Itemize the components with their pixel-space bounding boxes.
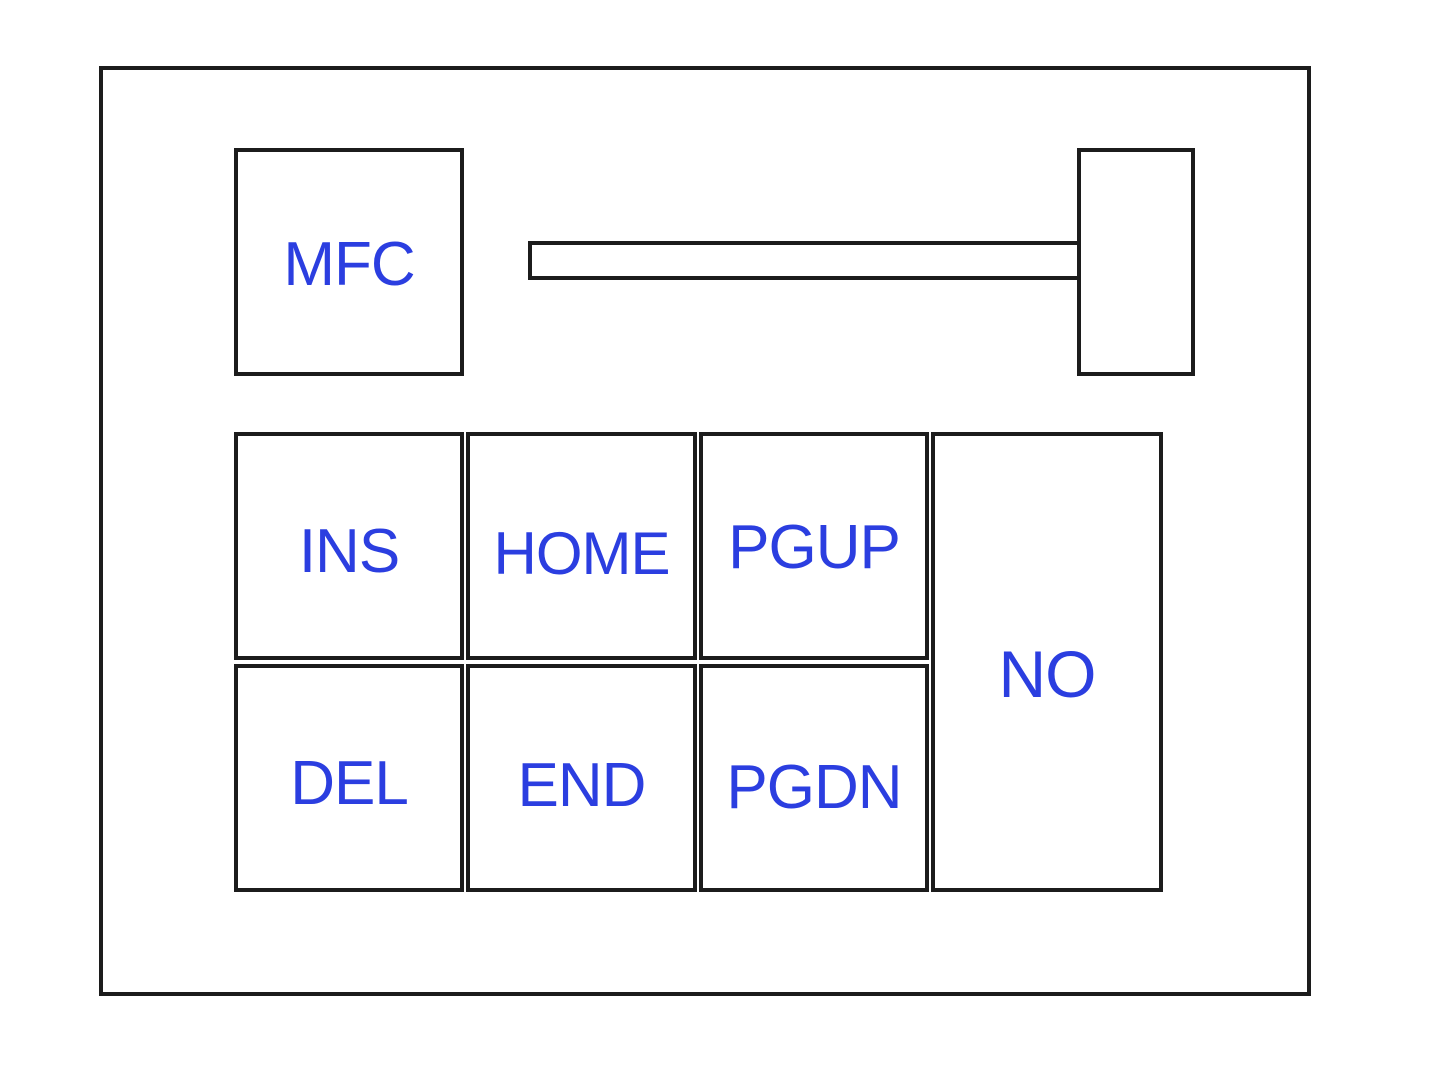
- del-key[interactable]: DEL: [234, 664, 464, 892]
- slider-track[interactable]: [528, 241, 1082, 280]
- pgup-key-label: PGUP: [728, 513, 901, 582]
- pgup-key[interactable]: PGUP: [699, 432, 929, 660]
- pgdn-key-label: PGDN: [726, 753, 902, 822]
- no-key[interactable]: NO: [931, 432, 1163, 892]
- home-key-label: HOME: [493, 520, 671, 587]
- ins-key[interactable]: INS: [234, 432, 464, 660]
- home-key[interactable]: HOME: [466, 432, 697, 660]
- slider-handle[interactable]: [1077, 148, 1195, 376]
- end-key-label: END: [517, 751, 647, 820]
- mfc-key[interactable]: MFC: [234, 148, 464, 376]
- pgdn-key[interactable]: PGDN: [699, 664, 929, 892]
- end-key[interactable]: END: [466, 664, 697, 892]
- ins-key-label: INS: [298, 517, 400, 586]
- no-key-label: NO: [998, 637, 1097, 711]
- mfc-key-label: MFC: [283, 230, 415, 299]
- del-key-label: DEL: [290, 749, 409, 818]
